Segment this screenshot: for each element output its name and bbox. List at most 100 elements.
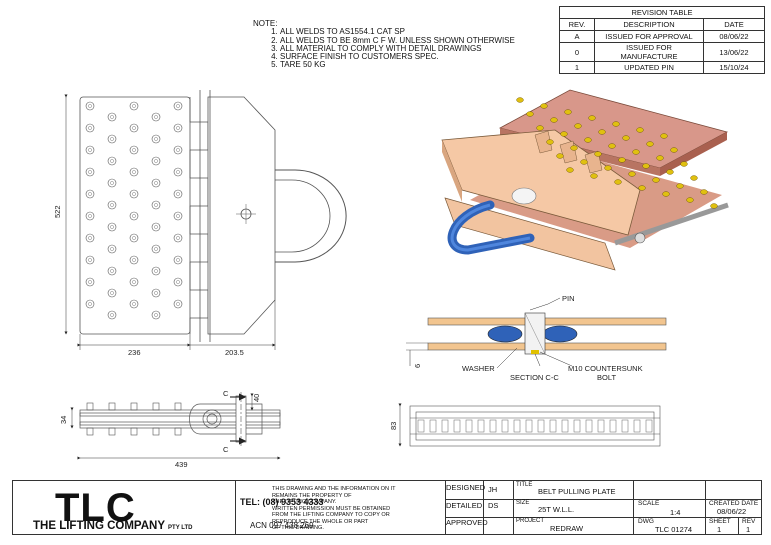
- bolt-head-icon: [85, 277, 95, 287]
- bolt-head-icon: [85, 233, 95, 243]
- bolt-end-icon: [441, 419, 449, 433]
- side-bolts: [86, 402, 182, 436]
- bolt-head-icon: [173, 255, 183, 265]
- stud-icon: [636, 127, 644, 133]
- note-item: ALL WELDS TO BE 8mm C F W. UNLESS SHOWN …: [280, 36, 515, 45]
- bolt-head-icon: [151, 310, 161, 320]
- drawing-views: 522 236 203.5: [53, 89, 729, 469]
- bolt-centre-icon: [176, 280, 180, 284]
- bolt-end-icon: [645, 419, 653, 433]
- bolt-head-icon: [129, 255, 139, 265]
- disclaimer-line: FROM THE LIFTING COMPANY TO COPY OR: [272, 512, 390, 518]
- bolt-centre-icon: [176, 104, 180, 108]
- bolt-head-icon: [173, 299, 183, 309]
- bolt-head-icon: [85, 299, 95, 309]
- bolt-centre-icon: [110, 225, 114, 229]
- bolt-head-icon: [129, 167, 139, 177]
- stud-icon: [536, 125, 544, 131]
- bolt-head-icon: [107, 222, 117, 232]
- section-mark-bottom: C: [223, 445, 229, 454]
- stud-icon: [574, 123, 582, 129]
- stud-icon: [556, 153, 564, 159]
- dim-side-34: 34: [59, 416, 68, 424]
- bolt-head-icon: [129, 299, 139, 309]
- bolt-centre-icon: [154, 137, 158, 141]
- bolt-end-icon: [477, 419, 485, 433]
- bolt-centre-icon: [154, 225, 158, 229]
- notes-title: NOTE:: [253, 19, 278, 28]
- bolt-centre-icon: [88, 258, 92, 262]
- bolt-centre-icon: [154, 115, 158, 119]
- disclaimer-line: REPRODUCE THE WHOLE OR PART: [272, 518, 369, 525]
- bolt-head-icon: [107, 310, 117, 320]
- bolt-side-icon: [108, 427, 116, 436]
- bolt-head-icon: [173, 277, 183, 287]
- bolt-centre-icon: [110, 115, 114, 119]
- stud-icon: [566, 167, 574, 173]
- bolt-centre-icon: [154, 269, 158, 273]
- bolt-centre-icon: [176, 236, 180, 240]
- bolt-head-icon: [85, 145, 95, 155]
- label-pin: PIN: [562, 294, 575, 303]
- created-label: CREATED DATE: [709, 500, 759, 507]
- bolt-centre-icon: [132, 170, 136, 174]
- bolt-end-icon: [561, 419, 569, 433]
- bolt-centre-icon: [176, 192, 180, 196]
- bolt-head-icon: [107, 288, 117, 298]
- bolt-grid: [85, 101, 183, 320]
- stud-icon: [622, 135, 630, 141]
- dim-end-83: 83: [389, 422, 398, 430]
- bolt-head-icon: [107, 200, 117, 210]
- label-washer: WASHER: [462, 364, 495, 373]
- bolt-side-icon: [108, 402, 116, 411]
- bolt-centre-icon: [88, 214, 92, 218]
- sheet-value: 1: [717, 525, 722, 534]
- bolt-head-icon: [107, 134, 117, 144]
- designed-label: DESIGNED: [446, 483, 486, 492]
- rev-value: 1: [746, 525, 751, 534]
- stud-icon: [618, 157, 626, 163]
- size-label: SIZE: [516, 500, 530, 506]
- bolt-centre-icon: [110, 137, 114, 141]
- bolt-side-icon: [86, 402, 94, 411]
- bolt-head-icon: [85, 189, 95, 199]
- dwg-value: TLC 01274: [655, 525, 693, 534]
- bolt-head-icon: [173, 123, 183, 133]
- company-name-text: THE LIFTING COMPANY: [33, 520, 165, 532]
- bolt-centre-icon: [154, 247, 158, 251]
- bolt-side-icon: [86, 427, 94, 436]
- bolt-centre-icon: [176, 148, 180, 152]
- stud-icon: [594, 151, 602, 157]
- stud-icon: [570, 145, 578, 151]
- bolt-head-icon: [129, 211, 139, 221]
- bolt-head-icon: [85, 101, 95, 111]
- stud-icon: [642, 163, 650, 169]
- bolt-centre-icon: [176, 214, 180, 218]
- note-item: ALL WELDS TO AS1554.1 CAT SP: [280, 27, 515, 36]
- bolt-head-icon: [173, 101, 183, 111]
- notes-list: ALL WELDS TO AS1554.1 CAT SP ALL WELDS T…: [253, 27, 515, 69]
- bolt-end-icon: [513, 419, 521, 433]
- bolt-side-icon: [130, 402, 138, 411]
- bolt-head-icon: [129, 145, 139, 155]
- stud-icon: [588, 115, 596, 121]
- stud-icon: [652, 177, 660, 183]
- stud-icon: [526, 111, 534, 117]
- section-view: [406, 297, 667, 369]
- bolt-head-icon: [85, 167, 95, 177]
- disclaimer-line: WRITTEN PERMISSION MUST BE OBTAINED: [272, 505, 391, 512]
- stud-icon: [516, 97, 524, 103]
- bolt-centre-icon: [176, 126, 180, 130]
- stud-icon: [580, 159, 588, 165]
- title-block: [12, 480, 762, 535]
- plan-view: [79, 90, 347, 342]
- company-name: THE LIFTING COMPANY PTY LTD: [33, 520, 192, 532]
- bolt-centre-icon: [88, 104, 92, 108]
- dim-side-40: 40: [252, 394, 261, 402]
- bolt-end-icon: [585, 419, 593, 433]
- stud-icon: [656, 155, 664, 161]
- bolt-centre-icon: [88, 192, 92, 196]
- bolt-end-icon: [417, 419, 425, 433]
- title-value: BELT PULLING PLATE: [538, 487, 616, 496]
- bolt-centre-icon: [132, 280, 136, 284]
